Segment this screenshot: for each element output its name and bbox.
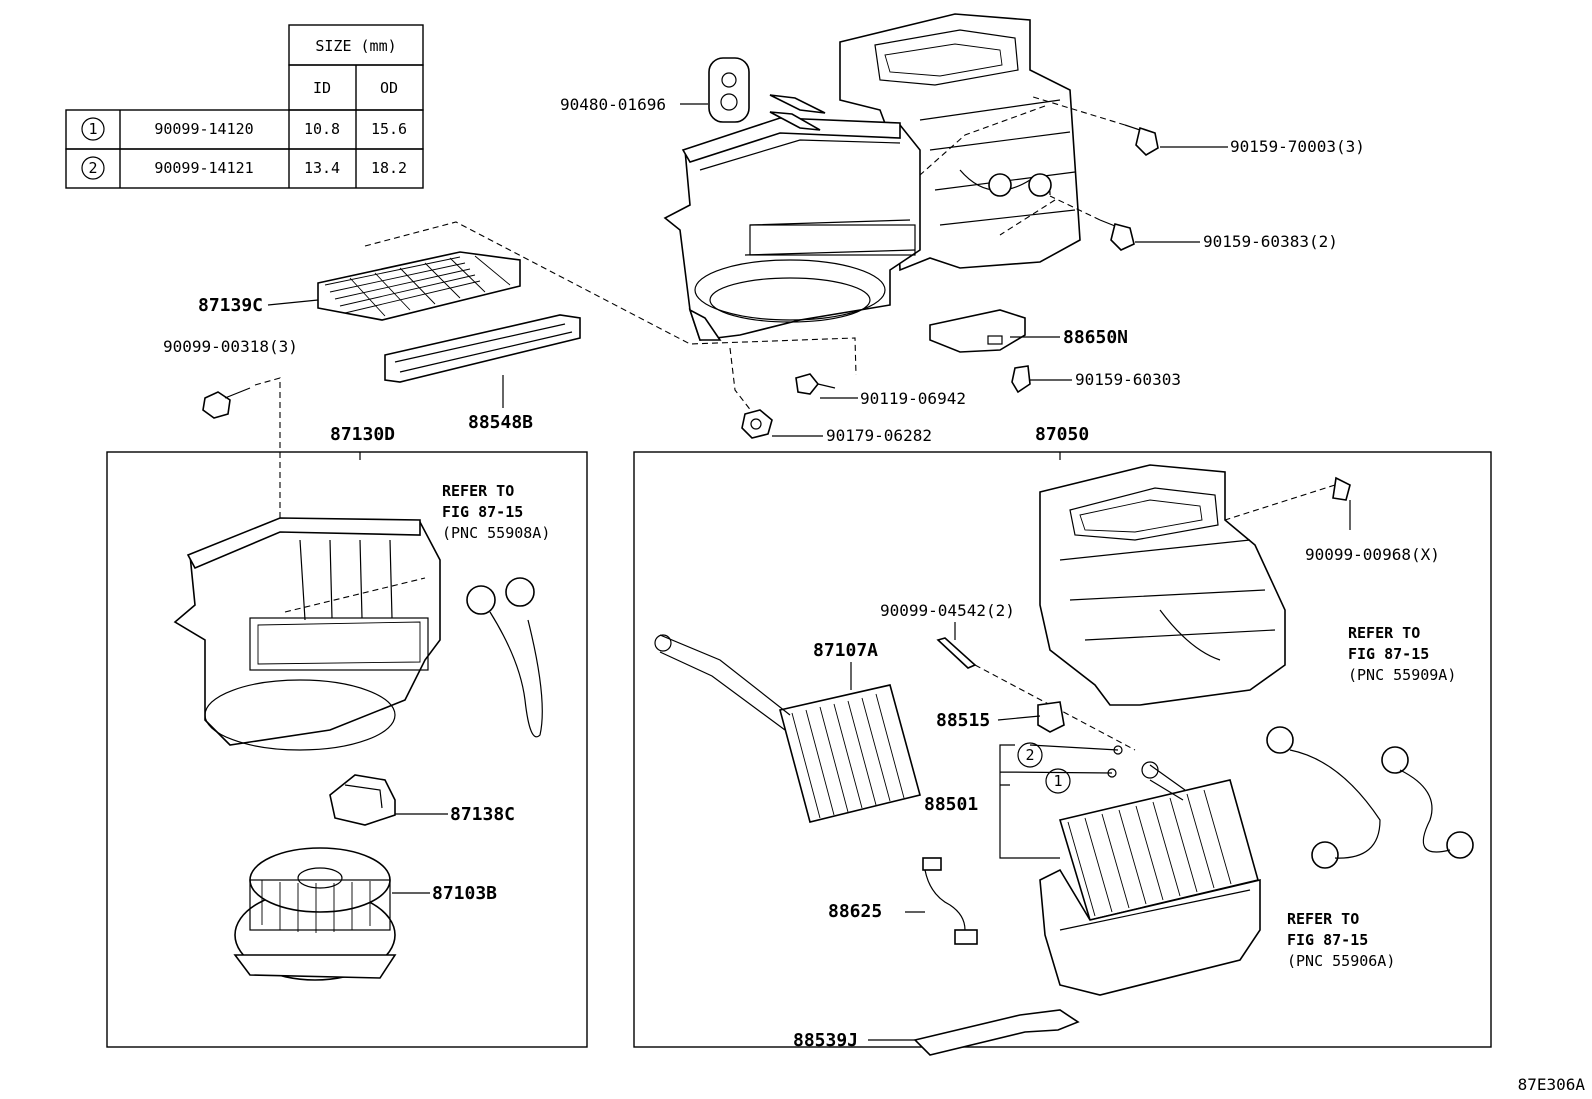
svg-text:FIG 87-15: FIG 87-15 xyxy=(442,503,523,521)
blower-case xyxy=(173,517,441,751)
expansion-valve-88515 xyxy=(1037,701,1065,733)
row1-ref: 1 xyxy=(88,120,97,138)
row1-id: 10.8 xyxy=(304,120,340,138)
label-90159-70003: 90159-70003(3) xyxy=(1230,137,1365,156)
label-87050: 87050 xyxy=(1035,424,1089,445)
callout-2: 2 xyxy=(1025,746,1034,764)
row2-od: 18.2 xyxy=(371,159,407,177)
screw-90159-60383 xyxy=(1099,219,1135,251)
svg-text:(PNC 55908A): (PNC 55908A) xyxy=(442,524,550,542)
bolt-90099-04542 xyxy=(936,637,977,669)
screw-90159-70003 xyxy=(1124,124,1159,157)
size-header: SIZE (mm) xyxy=(315,37,396,55)
label-90179-06282: 90179-06282 xyxy=(826,426,932,445)
label-90099-00318: 90099-00318(3) xyxy=(163,337,298,356)
grommet xyxy=(708,57,750,123)
row1-part: 90099-14120 xyxy=(154,120,253,138)
resistor-87138c xyxy=(329,774,396,826)
refer-note-55906a: REFER TO FIG 87-15 (PNC 55906A) xyxy=(1287,910,1395,970)
bracket-88650n xyxy=(929,309,1026,353)
row2-id: 13.4 xyxy=(304,159,340,177)
callout-1-circle xyxy=(1045,768,1071,794)
callout-1: 1 xyxy=(1053,772,1062,790)
col-od: OD xyxy=(380,79,398,97)
refer-note-55909a: REFER TO FIG 87-15 (PNC 55909A) xyxy=(1348,624,1456,684)
svg-text:REFER TO: REFER TO xyxy=(1348,624,1420,642)
refer-note-55908a: REFER TO FIG 87-15 (PNC 55908A) xyxy=(442,482,550,542)
callout-2-circle xyxy=(1017,742,1043,768)
servo-55908a xyxy=(466,577,543,738)
thermistor-88625 xyxy=(922,857,978,945)
box-87050 xyxy=(633,451,1492,1048)
size-table: SIZE (mm) ID OD 1 90099-14120 10.8 15.6 … xyxy=(65,24,424,189)
lower-case xyxy=(1039,868,1261,996)
screw-90159-60303 xyxy=(1011,365,1031,394)
svg-text:FIG 87-15: FIG 87-15 xyxy=(1348,645,1429,663)
label-88539j: 88539J xyxy=(793,1030,858,1051)
heater-core-87107a xyxy=(654,634,921,823)
hvac-assembly-top xyxy=(663,13,1081,341)
label-87138c: 87138C xyxy=(450,804,515,825)
air-filter-87139c xyxy=(317,251,521,321)
label-90159-60383: 90159-60383(2) xyxy=(1203,232,1338,251)
label-88515: 88515 xyxy=(936,710,990,731)
svg-text:(PNC 55906A): (PNC 55906A) xyxy=(1287,952,1395,970)
label-88650n: 88650N xyxy=(1063,327,1128,348)
box-87130d xyxy=(106,451,588,1048)
label-88548b: 88548B xyxy=(468,412,533,433)
label-87103b: 87103B xyxy=(432,883,497,904)
nut-90179-06282 xyxy=(741,409,773,439)
label-88501: 88501 xyxy=(924,794,978,815)
label-88625: 88625 xyxy=(828,901,882,922)
svg-text:REFER TO: REFER TO xyxy=(442,482,514,500)
row1-od: 15.6 xyxy=(371,120,407,138)
col-id: ID xyxy=(313,79,331,97)
figure-id: 87E306A xyxy=(1518,1075,1586,1094)
servo-55906a xyxy=(1266,726,1381,869)
svg-text:REFER TO: REFER TO xyxy=(1287,910,1359,928)
label-90119-06942: 90119-06942 xyxy=(860,389,966,408)
label-87130d: 87130D xyxy=(330,424,395,445)
label-90480-01696: 90480-01696 xyxy=(560,95,666,114)
row2-part: 90099-14121 xyxy=(154,159,253,177)
blower-motor-87103b xyxy=(233,847,397,981)
svg-text:(PNC 55909A): (PNC 55909A) xyxy=(1348,666,1456,684)
filter-guide-88548b xyxy=(384,314,581,383)
row2-ref: 2 xyxy=(88,159,97,177)
heater-case xyxy=(1039,464,1286,706)
bolt-90119-06942 xyxy=(795,373,836,395)
svg-text:FIG 87-15: FIG 87-15 xyxy=(1287,931,1368,949)
servo-55909a xyxy=(1381,746,1474,859)
screw-90099-00318 xyxy=(202,387,251,419)
label-90159-60303: 90159-60303 xyxy=(1075,370,1181,389)
screw-90099-00968 xyxy=(1332,476,1351,501)
label-87139c: 87139C xyxy=(198,295,263,316)
label-90099-00968: 90099-00968(X) xyxy=(1305,545,1440,564)
label-90099-04542: 90099-04542(2) xyxy=(880,601,1015,620)
hose-88539j xyxy=(913,1009,1080,1056)
label-87107a: 87107A xyxy=(813,640,878,661)
